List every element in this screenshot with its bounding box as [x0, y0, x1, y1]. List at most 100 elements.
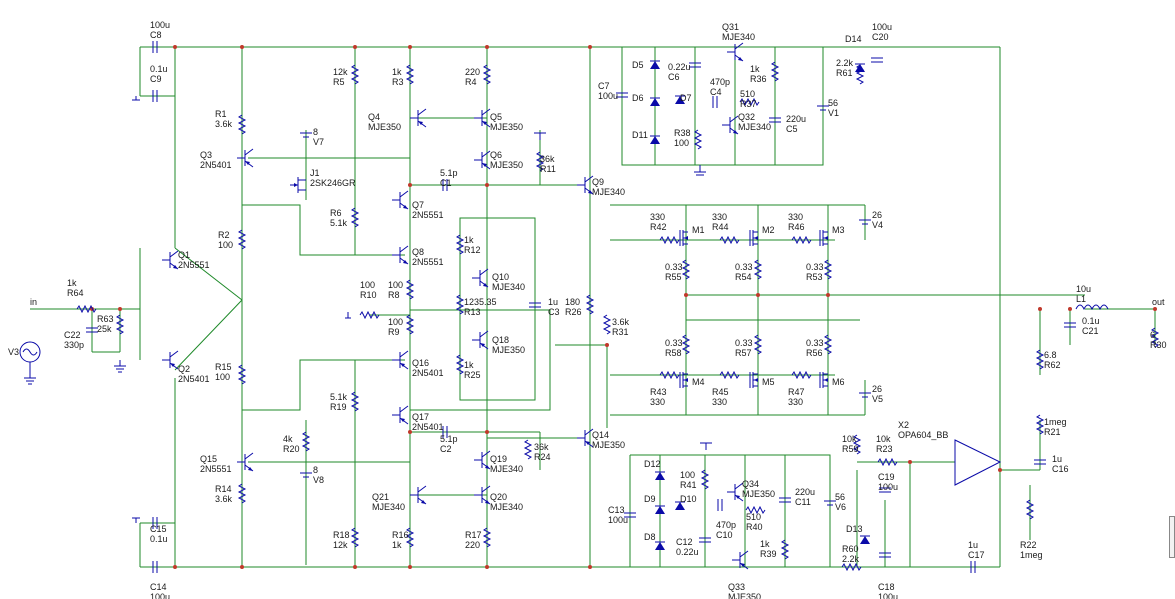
component-value-r30: 6 [1150, 330, 1155, 340]
component-ref-r20: R20 [283, 444, 300, 454]
component-value-r53: 0.33 [806, 262, 824, 272]
component-value-q10: MJE340 [492, 282, 525, 292]
component-ref-c3: C3 [548, 307, 560, 317]
component-ref-m6: M6 [832, 377, 845, 387]
component-ref-c21: C21 [1082, 326, 1099, 336]
symbol-c21 [1064, 322, 1076, 328]
symbol-c8 [152, 41, 158, 53]
component-value-r31: 3.6k [612, 317, 630, 327]
symbol-r58 [681, 334, 691, 355]
component-value-q34: MJE350 [742, 489, 775, 499]
component-value-c10: 470p [716, 520, 736, 530]
component-ref-c19: C19 [878, 472, 895, 482]
symbol-c11 [779, 497, 791, 503]
component-value-c1: 5.1p [440, 168, 458, 178]
component-value-r57: 0.33 [735, 338, 753, 348]
symbol-q20 [474, 485, 491, 505]
component-value-r4: 220 [465, 67, 480, 77]
component-ref-q33: Q33 [728, 582, 745, 592]
component-ref-c15: C15 [150, 524, 167, 534]
component-value-r25: 1k [464, 360, 474, 370]
symbol-r2 [237, 229, 247, 250]
component-value-r24: 36k [534, 442, 549, 452]
symbol-r39 [780, 539, 790, 560]
component-ref-d13: D13 [846, 524, 863, 534]
component-value-q33: MJE350 [728, 592, 761, 599]
symbol-d5 [650, 60, 660, 69]
symbol-q8 [392, 245, 409, 265]
symbol-r56 [823, 334, 833, 355]
component-ref-d11: D11 [632, 130, 648, 140]
component-ref-r14: R14 [215, 484, 232, 494]
component-ref-r30: R30 [1150, 340, 1167, 350]
symbol-r5 [350, 64, 360, 85]
symbol-d8 [655, 541, 665, 550]
component-ref-r8: R8 [388, 290, 400, 300]
component-ref-j1: J1 [310, 168, 320, 178]
junctions [90, 45, 1157, 569]
component-ref-r31: R31 [612, 327, 629, 337]
symbol-c4 [712, 96, 718, 108]
symbol-c14 [152, 561, 158, 573]
component-ref-d9: D9 [644, 494, 656, 504]
component-ref-r63: R63 [97, 314, 114, 324]
component-ref-r56: R56 [806, 348, 823, 358]
component-ref-r64: R64 [67, 288, 84, 298]
component-ref-m5: M5 [762, 377, 775, 387]
component-ref-r16: R16 [392, 530, 409, 540]
component-value-c20: 100u [872, 22, 892, 32]
component-value-r21: 1meg [1044, 417, 1067, 427]
component-ref-r39: R39 [760, 549, 777, 559]
component-ref-q2: Q2 [178, 364, 190, 374]
symbol-r53 [823, 259, 833, 280]
symbol-r61 [855, 64, 865, 85]
component-ref-r57: R57 [735, 348, 752, 358]
component-ref-q18: Q18 [492, 335, 509, 345]
component-ref-r18: R18 [333, 530, 350, 540]
component-value-v5: 26 [872, 384, 882, 394]
component-glyphs [76, 41, 1160, 573]
component-ref-q20: Q20 [490, 492, 507, 502]
symbol-r13 [455, 294, 465, 315]
symbol-v7 [300, 132, 312, 138]
symbol-d9 [655, 505, 665, 514]
symbol-c7 [616, 92, 628, 98]
symbol-r37 [739, 97, 760, 107]
scrollbar-handle[interactable] [1169, 516, 1175, 558]
component-value-r20: 4k [283, 434, 293, 444]
component-value-v4: 26 [872, 210, 882, 220]
component-value-v7: 8 [313, 127, 318, 137]
component-ref-r38: R38 [674, 128, 691, 138]
component-value-r15: 100 [215, 372, 230, 382]
component-value-q19: MJE340 [490, 464, 523, 474]
component-ref-d12: D12 [644, 459, 661, 469]
symbol-q14 [577, 428, 594, 448]
symbol-c19 [879, 487, 891, 493]
component-value-c6: 0.22u [668, 62, 691, 72]
component-value-r14: 3.6k [215, 494, 233, 504]
component-value-r58: 0.33 [665, 338, 683, 348]
component-value-r11: 36k [540, 154, 555, 164]
symbol-r1 [237, 114, 247, 135]
component-ref-d7: D7 [680, 93, 692, 103]
symbol-c18 [879, 552, 891, 558]
component-ref-r17: R17 [465, 530, 482, 540]
symbol-r62 [1035, 349, 1045, 370]
component-ref-r41: R41 [680, 480, 697, 490]
component-value-r62: 6.8 [1044, 350, 1057, 360]
symbol-c16 [1034, 459, 1046, 465]
component-value-j1: 2SK246GR [310, 178, 356, 188]
component-value-q2: 2N5401 [178, 374, 210, 384]
component-ref-q17: Q17 [412, 412, 429, 422]
component-ref-r11: R11 [540, 164, 556, 174]
symbol-c9 [152, 90, 158, 102]
component-value-r42: 330 [650, 212, 665, 222]
symbol-q5 [474, 108, 491, 128]
component-ref-q21: Q21 [372, 492, 389, 502]
symbol-c22 [86, 327, 98, 333]
component-ref-q3: Q3 [200, 150, 212, 160]
component-labels: C8100uC90.1uR13.6kQ32N5401R2100Q12N5551Q… [8, 20, 1167, 599]
symbol-r15 [237, 364, 247, 385]
symbol-q32 [722, 115, 739, 135]
